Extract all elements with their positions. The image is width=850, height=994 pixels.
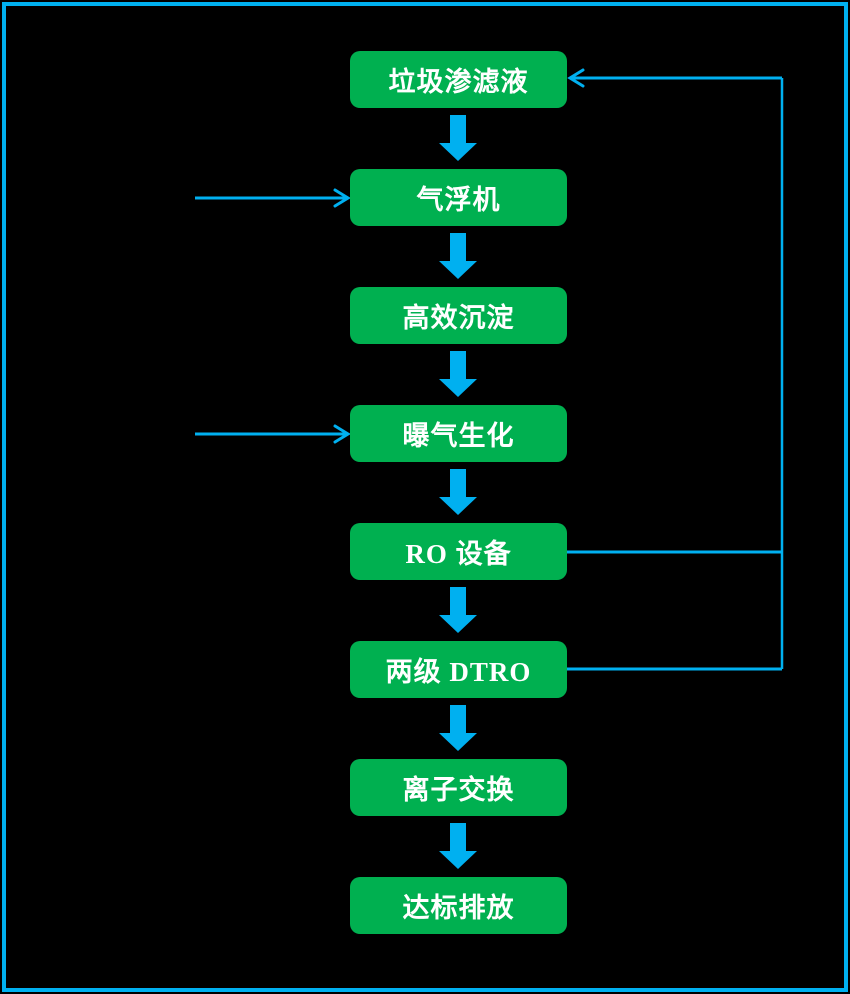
node-two-stage-dtro: 两级 DTRO [350, 641, 567, 698]
node-ion-exchange-label: 离子交换 [402, 775, 515, 805]
node-two-stage-dtro-label: 两级 DTRO [385, 657, 532, 687]
node-discharge-standard: 达标排放 [350, 877, 567, 934]
down-block-arrow-1 [439, 115, 477, 161]
node-high-efficiency-sedimentation: 高效沉淀 [350, 287, 567, 344]
node-ro-equipment: RO 设备 [350, 523, 567, 580]
down-block-arrow-4 [439, 469, 477, 515]
node-leachate-label: 垃圾渗滤液 [388, 67, 529, 97]
node-leachate: 垃圾渗滤液 [350, 51, 567, 108]
node-air-flotation: 气浮机 [350, 169, 567, 226]
down-block-arrow-5 [439, 587, 477, 633]
down-block-arrow-3 [439, 351, 477, 397]
node-ion-exchange: 离子交换 [350, 759, 567, 816]
node-ro-equipment-label: RO 设备 [405, 539, 512, 569]
down-block-arrow-7 [439, 823, 477, 869]
node-aeration-biochemical-label: 曝气生化 [402, 421, 515, 451]
left-input-arrowhead-puqishenghua [333, 424, 351, 444]
node-aeration-biochemical: 曝气生化 [350, 405, 567, 462]
return-arrowhead-into-leachate [567, 68, 585, 88]
node-high-efficiency-sedimentation-label: 高效沉淀 [402, 303, 515, 333]
left-input-arrowhead-qifuji [333, 188, 351, 208]
down-block-arrow-2 [439, 233, 477, 279]
down-block-arrow-6 [439, 705, 477, 751]
node-air-flotation-label: 气浮机 [416, 185, 501, 215]
node-discharge-standard-label: 达标排放 [402, 893, 515, 923]
